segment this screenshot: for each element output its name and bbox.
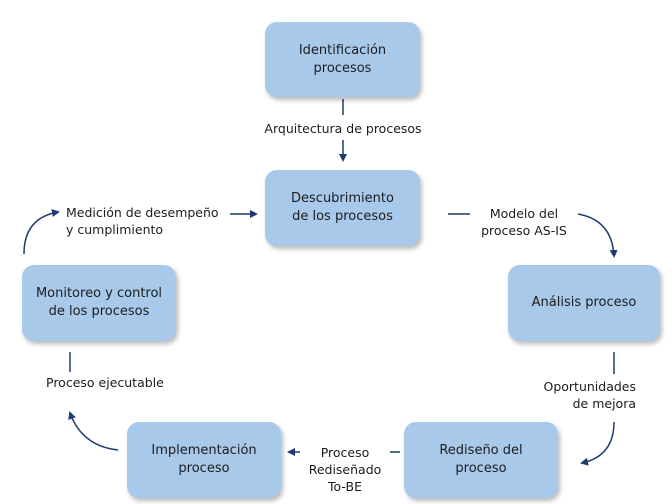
arrow-modelo-to-analisis xyxy=(577,213,618,258)
edge-label-medicion: Medición de desempeño y cumplimiento xyxy=(66,204,228,238)
node-implementacion-proceso: Implementación proceso xyxy=(127,422,281,498)
node-analisis-proceso: Análisis proceso xyxy=(508,265,660,341)
arrow-oportunidades-to-rediseno xyxy=(580,421,615,466)
arrow-monitoreo-to-medicion xyxy=(23,209,60,255)
edge-label-arquitectura: Arquitectura de procesos xyxy=(252,120,434,137)
node-descubrimiento-label: Descubrimiento de los procesos xyxy=(291,191,394,224)
node-identificacion-label: Identificación procesos xyxy=(298,42,387,76)
node-rediseno-label: Rediseño del proceso xyxy=(439,443,523,476)
node-descubrimiento-procesos: Descubrimiento de los procesos xyxy=(265,170,420,246)
node-monitoreo-label: Monitoreo y control de los procesos xyxy=(35,286,163,319)
node-analisis-label: Análisis proceso xyxy=(531,295,637,310)
edge-label-modelo-as-is: Modelo del proceso AS-IS xyxy=(472,205,576,239)
edge-label-ejecutable: Proceso ejecutable xyxy=(46,374,178,391)
node-rediseno-proceso: Rediseño del proceso xyxy=(404,422,558,498)
node-implementacion-label: Implementación proceso xyxy=(151,443,257,476)
arrow-implementacion-to-ejecutable xyxy=(68,411,119,451)
edge-label-oportunidades: Oportunidades de mejora xyxy=(528,378,636,412)
node-monitoreo-control: Monitoreo y control de los procesos xyxy=(22,265,176,341)
node-identificacion-procesos: Identificación procesos xyxy=(265,22,420,97)
edge-label-to-be: Proceso Rediseñado To-BE xyxy=(300,444,390,495)
